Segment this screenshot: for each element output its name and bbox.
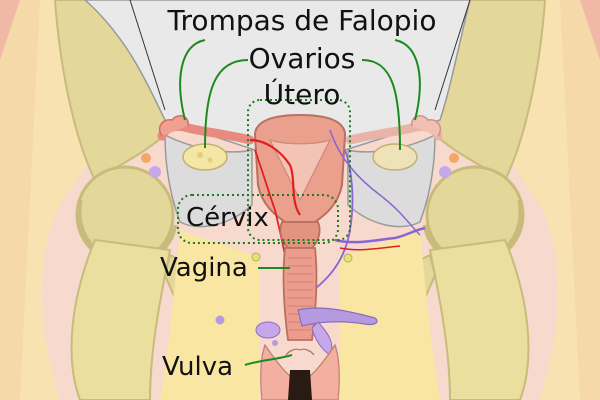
vagina	[282, 247, 318, 341]
vestibular-bulb-left	[255, 321, 281, 339]
labium-right	[307, 343, 340, 400]
labia-minora	[285, 348, 315, 356]
vaginal-rugae	[287, 257, 313, 331]
left-fimbriae	[158, 115, 189, 137]
leader-vulva	[244, 354, 293, 366]
label-cervix: Cérvix	[186, 203, 269, 233]
label-fallopian-tubes: Trompas de Falopio	[167, 4, 437, 37]
vestibular-bulb-right	[297, 307, 378, 327]
right-ovary	[372, 143, 418, 171]
uterine-artery-left	[249, 138, 301, 216]
leader-ovaries-left	[204, 59, 249, 149]
vaginal-opening	[288, 370, 312, 400]
right-node-purple	[439, 166, 451, 178]
left-cavity-line	[129, 0, 166, 111]
bartholin-gland-left	[215, 315, 225, 325]
label-vagina: Vagina	[160, 253, 248, 283]
uterine-cavity	[268, 138, 332, 202]
uterus-outline	[247, 99, 351, 241]
right-node-orange	[449, 153, 459, 163]
leader-ovaries-right	[361, 59, 401, 151]
leader-tubes-left	[179, 39, 206, 121]
lymph-node	[343, 253, 353, 263]
cervix-outline	[177, 194, 339, 244]
left-node-purple	[149, 166, 161, 178]
left-inner-fat	[160, 230, 260, 400]
left-ovary-follicle	[197, 152, 203, 158]
left-femur-shaft	[70, 238, 172, 400]
left-ovary-follicle-2	[207, 157, 213, 163]
label-uterus: Útero	[264, 77, 341, 111]
leader-lines	[179, 39, 421, 366]
label-vulva: Vulva	[162, 352, 233, 382]
label-ovaries: Ovarios	[249, 42, 356, 75]
cervix	[279, 221, 321, 249]
lymph-node-left	[251, 252, 261, 262]
left-node-orange	[141, 153, 151, 163]
right-inner-fat	[340, 230, 440, 400]
right-fimbriae	[411, 115, 442, 137]
right-femur-shaft	[428, 238, 530, 400]
leader-tubes-right	[394, 39, 421, 121]
iliac-vein	[334, 226, 426, 244]
ovarian-vein	[329, 129, 421, 236]
iliac-artery	[339, 245, 401, 251]
right-cavity-line	[434, 0, 471, 111]
small-gland	[272, 340, 278, 346]
